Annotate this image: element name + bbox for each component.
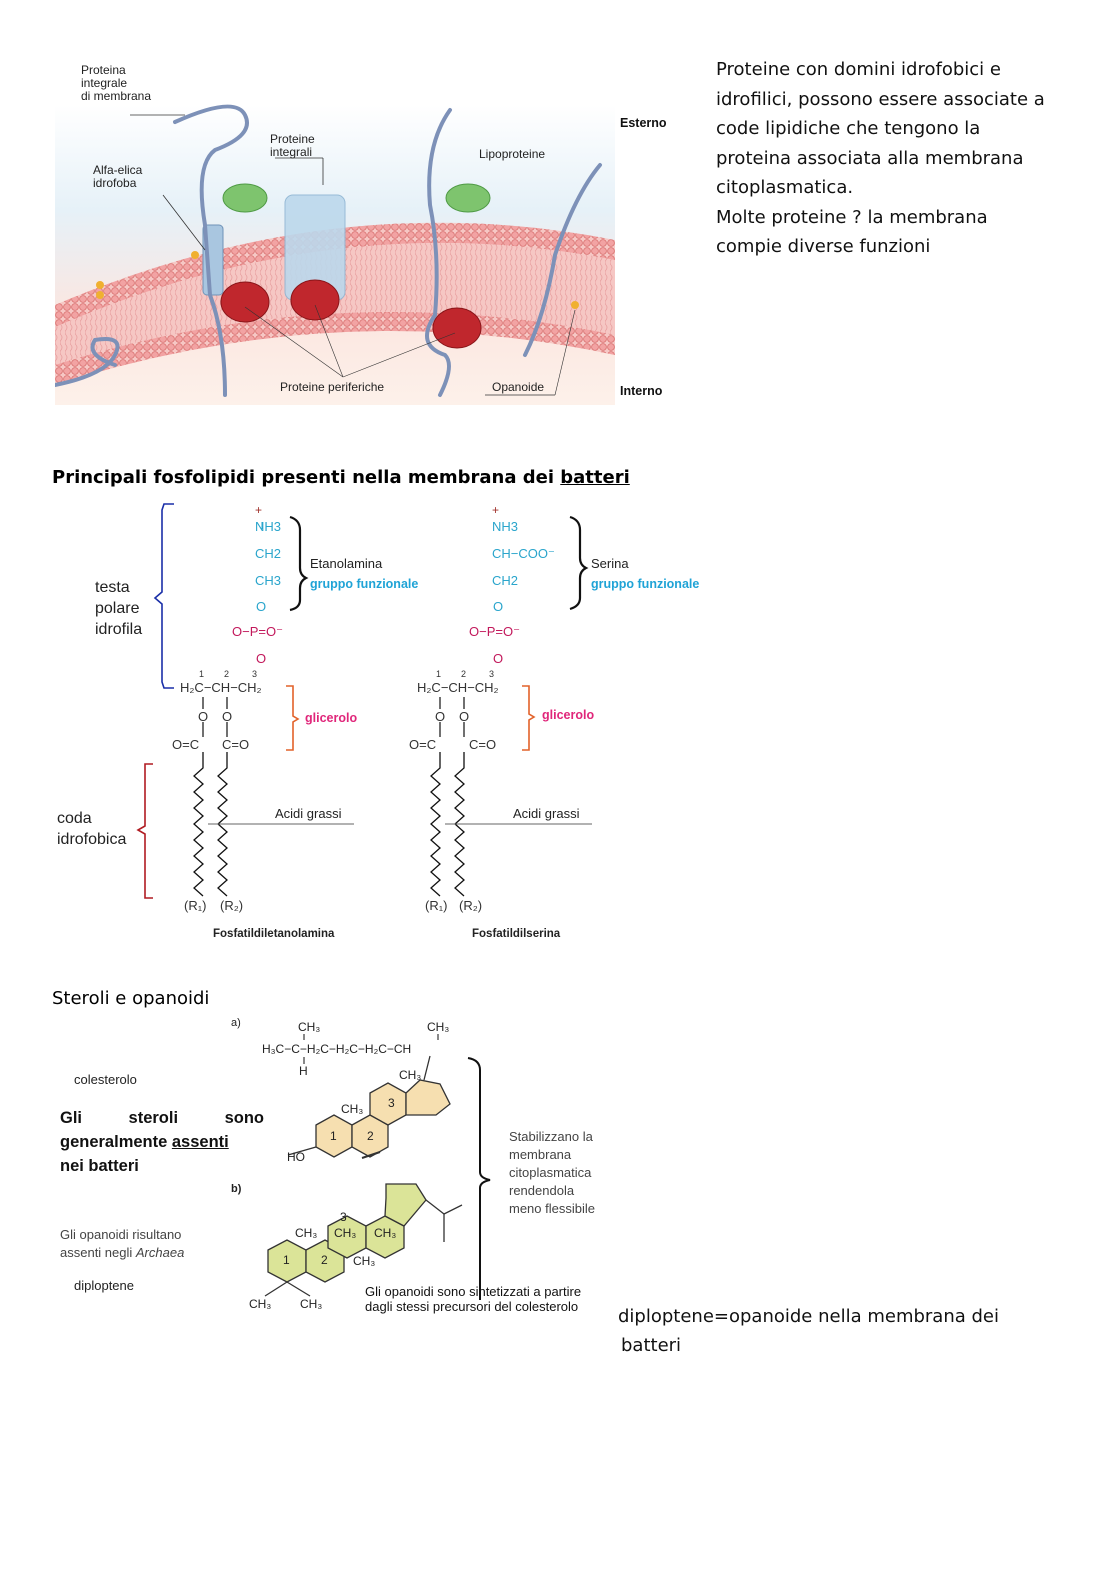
phospholipids-heading: Principali fosfolipidi presenti nella me… (52, 467, 630, 488)
hopanoid-marker (96, 291, 104, 299)
hopanoid-marker (571, 301, 579, 309)
phosphatidylserine-caption: Fosfatildilserina (472, 928, 561, 940)
tail-bracket (136, 763, 153, 899)
label-integral-proteins: Proteine integrali (270, 132, 315, 159)
stabilize-text: Stabilizzano la membrana citoplasmatica … (509, 1129, 595, 1216)
leader-line (162, 194, 206, 251)
functional-group-label: gruppo funzionale (310, 577, 419, 591)
lipoprotein-right (445, 183, 491, 213)
phosphate-o: O (256, 651, 267, 666)
hopanoid-marker (191, 251, 199, 259)
diploptene-definition: diploptene=opanoide nella membrana dei b… (618, 1306, 999, 1356)
atom-o: O (256, 599, 267, 614)
leader-line (244, 306, 344, 378)
label-integral-protein: Proteina integrale di membrana (81, 63, 152, 103)
atom-nh3: NH3 (255, 519, 282, 534)
fatty-acid-chain (217, 752, 228, 897)
peripheral-protein-1 (220, 281, 270, 323)
integral-protein-strand (173, 104, 249, 397)
cholesterol-label: colesterolo (74, 1072, 137, 1087)
panel-b-label: b) (231, 1183, 242, 1195)
carbonyl-left: O=C (172, 737, 200, 752)
hopanoid-marker (96, 281, 104, 289)
label-lipoproteins: Lipoproteine (479, 147, 546, 161)
glycerol-label: glicerolo (305, 711, 358, 725)
cholesterol-structure (287, 1055, 451, 1159)
diploptene-structure (264, 1183, 463, 1297)
membrane-figure: Proteina integrale di membrana Alfa-elic… (53, 55, 615, 405)
fatty-acid-chain (430, 752, 441, 897)
cholesterol-side-chain: H₃C−C−H₂C−H₂C−H₂C−CH (262, 1042, 412, 1056)
panel-a-label: a) (231, 1017, 241, 1029)
phosphatidylethanolamine-caption: Fosfatildiletanolamina (213, 928, 335, 940)
leader-line (342, 332, 456, 378)
synthesis-text: Gli opanoidi sono sintetizzati a partire… (365, 1284, 582, 1314)
diploptene-label: diploptene (74, 1278, 134, 1293)
protein-strand-2 (425, 108, 452, 397)
positive-charge-left: + (255, 503, 263, 517)
fatty-acid-chain (193, 752, 204, 897)
label-alpha-helix: Alfa-elica idrofoba (93, 163, 143, 190)
membrane-illustration (53, 104, 615, 405)
lipoprotein-left (222, 183, 268, 213)
polar-head-label: testa polare idrofila (95, 579, 143, 638)
protein-strand-3 (523, 163, 602, 357)
sterols-heading: Steroli e opanoidi (52, 988, 210, 1009)
sterols-brace (467, 1057, 491, 1300)
glycerol-bracket-right (522, 685, 536, 751)
label-outside: Esterno (620, 116, 667, 130)
fatty-acids-label: Acidi grassi (275, 806, 342, 821)
phosphate-group: O−P=O⁻ (232, 624, 283, 639)
hydrophobic-tail-label: coda idrofobica (57, 810, 127, 848)
label-inside: Interno (620, 384, 663, 398)
head-bracket (153, 503, 174, 689)
group-brace-left (289, 515, 309, 612)
fatty-acid-chain (454, 752, 465, 897)
group-name-serina: Serina (591, 556, 629, 571)
group-name-etanolamina: Etanolamina (310, 556, 383, 571)
archaea-text: Gli opanoidi risultano assenti negli Arc… (60, 1227, 185, 1260)
leader-line (554, 309, 576, 396)
glycerol-chain: H₂C−CH−CH₂ (180, 680, 262, 695)
carbonyl-right: C=O (222, 737, 250, 752)
label-hopanoid: Opanoide (492, 380, 545, 394)
leader-line (314, 304, 344, 378)
label-peripheral-proteins: Proteine periferiche (280, 380, 385, 394)
membrane-description: Proteine con domini idrofobici e idrofil… (716, 59, 1045, 257)
glycerol-bracket-left (286, 685, 300, 751)
protein-strand-4 (53, 337, 120, 387)
peripheral-protein-2 (290, 279, 340, 321)
atom-ch2: CH2 (255, 546, 282, 561)
group-brace-right (569, 515, 589, 611)
atom-ch3: CH3 (255, 573, 282, 588)
positive-charge-right: + (492, 503, 500, 517)
peripheral-protein-3 (432, 307, 482, 349)
